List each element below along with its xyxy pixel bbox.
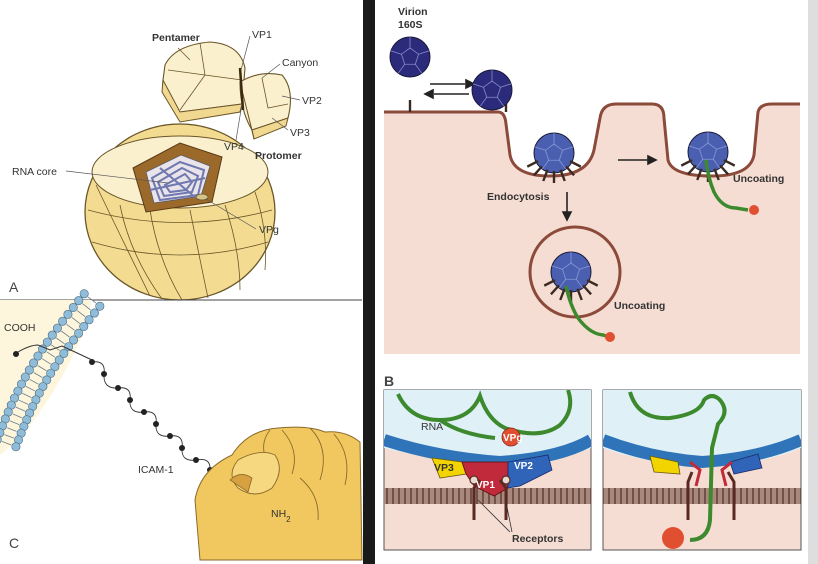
panel-b-right [602, 389, 802, 551]
vp3-label: VP3 [290, 127, 310, 139]
icam-label: ICAM-1 [138, 464, 174, 476]
virion-particle [543, 251, 599, 302]
plasma-membrane [384, 102, 800, 178]
nh2-label: NH2 [271, 508, 291, 524]
vpg-b-left [501, 427, 521, 447]
virions [389, 36, 736, 302]
panel-b-left: RNA VPg VP3 VP1 VP2 Receptors [383, 389, 592, 551]
vp2-label: VP2 [302, 95, 322, 107]
rna-core [149, 160, 206, 202]
vertical-divider [363, 0, 375, 564]
virion-particle [389, 36, 431, 78]
vpg-right [749, 205, 759, 215]
cooh-label: COOH [4, 322, 36, 334]
virion-label-line1: Virion [398, 6, 428, 18]
rna-core-label: RNA core [12, 166, 57, 178]
rna-strand-bottom [564, 285, 607, 338]
vp4-label: VP4 [224, 141, 244, 153]
receptors-left [472, 479, 508, 520]
uncoating-bottom-label: Uncoating [614, 300, 665, 312]
panel-entry: Virion 160S Endocytosis Uncoating Uncoat… [384, 6, 800, 354]
vpg-label-b: VPg [503, 433, 522, 444]
virion-particle [526, 132, 582, 183]
capsid-shell-right [603, 434, 801, 469]
protomer-label: Protomer [255, 150, 302, 162]
arrows [423, 78, 658, 222]
virus-blob-c [194, 426, 363, 561]
endocytosis-label: Endocytosis [487, 191, 550, 203]
panel-b-letter: B [384, 373, 394, 389]
vp3-label-b: VP3 [434, 462, 454, 474]
membrane-left [384, 488, 591, 504]
vpg-label: VPg [259, 224, 279, 236]
receptors-label: Receptors [512, 533, 564, 545]
rna-strand-right [704, 159, 749, 212]
panel-b: B [383, 373, 802, 551]
receptors-right [686, 471, 736, 520]
vpg-b-right [662, 527, 684, 549]
rna-left [396, 390, 573, 436]
panel-a: Pentamer VP1 Canyon VP2 VP3 VP4 Protomer… [9, 29, 322, 301]
rna-right [628, 391, 727, 542]
vp1-label-b: VP1 [476, 480, 495, 491]
cell-membrane-c [0, 289, 105, 452]
virion-particle [471, 69, 513, 111]
vp2-label-b: VP2 [514, 461, 533, 472]
virion-label-line2: 160S [398, 19, 423, 31]
panel-c-letter: C [9, 535, 19, 551]
virion-particle [680, 131, 736, 182]
vp1-label: VP1 [252, 29, 272, 41]
vpg-bottom [605, 332, 615, 342]
membrane-right [603, 488, 801, 504]
uncoating-right-label: Uncoating [733, 173, 784, 185]
edge-strip [808, 0, 818, 564]
panel-c: COOH ICAM-1 NH2 C [0, 289, 363, 561]
rna-label-b: RNA [421, 421, 443, 433]
panel-a-letter: A [9, 279, 19, 295]
pentamer-label: Pentamer [152, 32, 200, 44]
canyon-label: Canyon [282, 57, 318, 69]
